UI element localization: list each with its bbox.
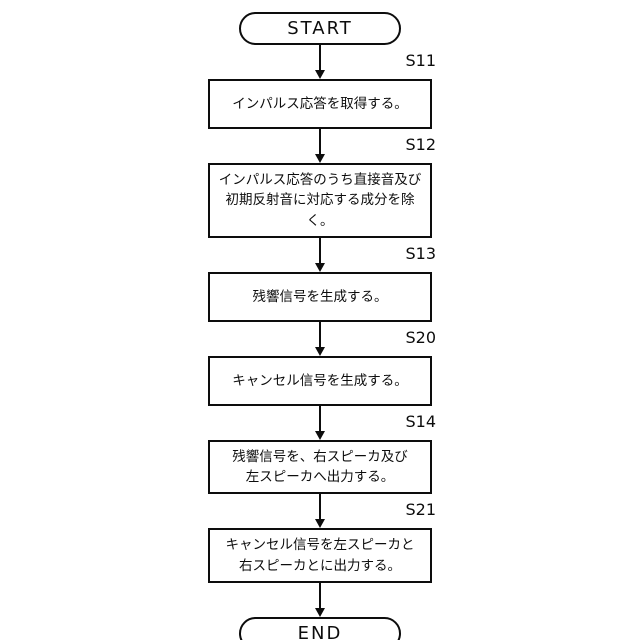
step-id-label: S21 bbox=[405, 500, 436, 520]
step-id-label: S20 bbox=[405, 327, 436, 347]
down-arrow bbox=[315, 405, 325, 440]
step-id-label: S14 bbox=[405, 411, 436, 431]
down-arrow bbox=[315, 321, 325, 356]
flow-step-s20: S20 キャンセル信号を生成する。 bbox=[208, 321, 436, 406]
step-id-label: S12 bbox=[405, 135, 436, 154]
flow-step-end: END bbox=[208, 582, 432, 640]
flow-step-s12: S12 インパルス応答のうち直接音及び 初期反射音に対応する成分を除く。 bbox=[208, 129, 436, 238]
process-box: キャンセル信号を生成する。 bbox=[208, 355, 432, 406]
arrow-line bbox=[319, 494, 321, 520]
process-box: 残響信号を生成する。 bbox=[208, 271, 432, 322]
arrowhead-icon bbox=[315, 154, 325, 163]
arrow-line bbox=[319, 237, 321, 263]
step-id-label: S13 bbox=[405, 243, 436, 263]
down-arrow bbox=[315, 494, 325, 529]
arrowhead-icon bbox=[315, 70, 325, 79]
process-box: インパルス応答のうち直接音及び 初期反射音に対応する成分を除く。 bbox=[208, 163, 432, 238]
arrowhead-icon bbox=[315, 262, 325, 272]
arrow-line bbox=[319, 582, 321, 608]
flowchart: START S11 インパルス応答を取得する。 S12 インパルス応答のうち直接… bbox=[0, 12, 640, 640]
flow-step-s14: S14 残響信号を、右スピーカ及び 左スピーカへ出力する。 bbox=[208, 405, 436, 495]
arrowhead-icon bbox=[315, 519, 325, 529]
start-terminal: START bbox=[239, 12, 401, 45]
down-arrow bbox=[315, 237, 325, 272]
arrow-line bbox=[319, 321, 321, 347]
down-arrow bbox=[315, 582, 325, 617]
process-box: インパルス応答を取得する。 bbox=[208, 79, 432, 129]
arrow-line bbox=[319, 45, 321, 70]
arrowhead-icon bbox=[315, 346, 325, 356]
process-box: キャンセル信号を左スピーカと 右スピーカとに出力する。 bbox=[208, 528, 432, 583]
down-arrow bbox=[315, 45, 325, 79]
flow-step-s21: S21 キャンセル信号を左スピーカと 右スピーカとに出力する。 bbox=[208, 494, 436, 583]
arrow-line bbox=[319, 405, 321, 431]
down-arrow bbox=[315, 129, 325, 163]
flow-step-s13: S13 残響信号を生成する。 bbox=[208, 237, 436, 322]
arrow-line bbox=[319, 129, 321, 154]
arrowhead-icon bbox=[315, 607, 325, 617]
arrowhead-icon bbox=[315, 430, 325, 440]
step-id-label: S11 bbox=[405, 51, 436, 70]
end-terminal: END bbox=[239, 616, 401, 640]
flow-step-s11: S11 インパルス応答を取得する。 bbox=[208, 45, 436, 129]
process-box: 残響信号を、右スピーカ及び 左スピーカへ出力する。 bbox=[208, 439, 432, 495]
